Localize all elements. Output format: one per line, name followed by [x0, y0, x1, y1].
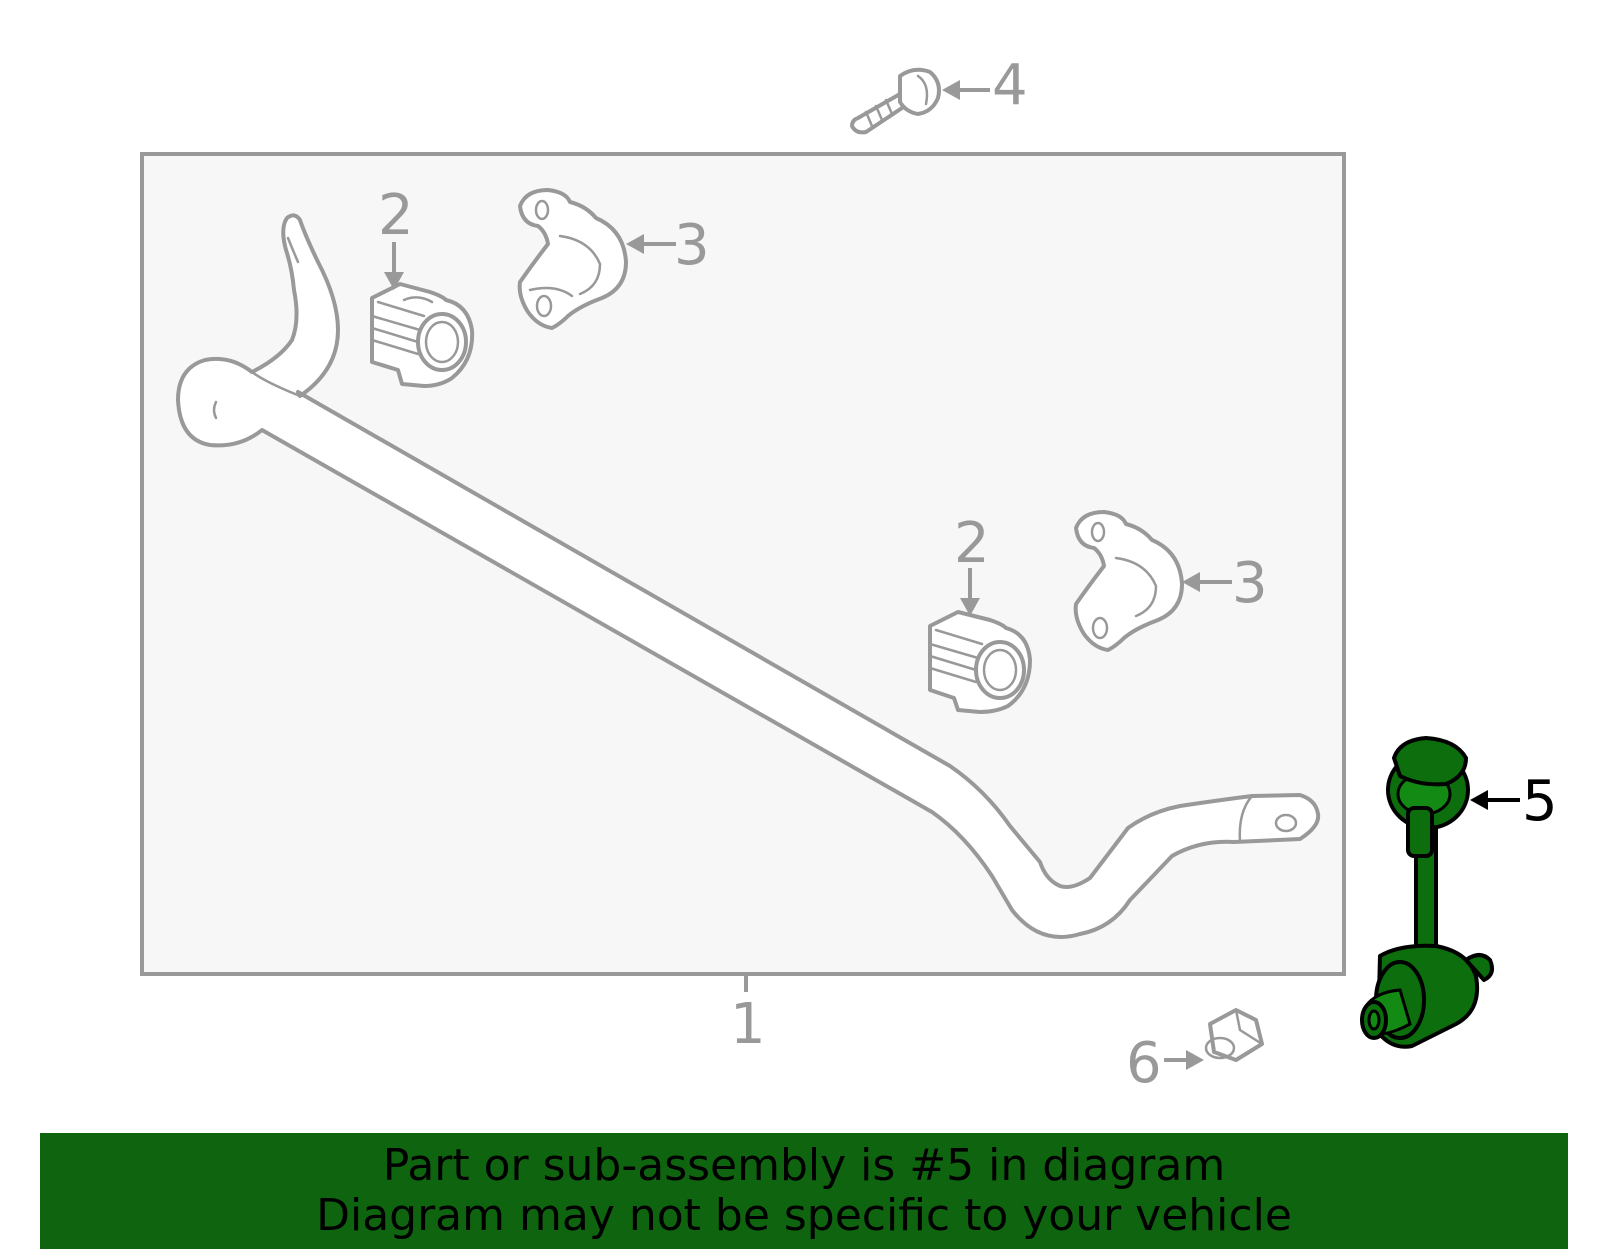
bracket-3-right [1073, 510, 1184, 652]
callout-4: 4 [992, 53, 1028, 118]
callout-3-right: 3 [1232, 551, 1268, 616]
nut-6 [1204, 1008, 1264, 1062]
bolt-4 [850, 67, 941, 135]
stabilizer-bar [176, 213, 1321, 939]
callout-1: 1 [730, 992, 766, 1057]
bushing-2-left [370, 282, 475, 388]
callout-arrows [384, 80, 1520, 1070]
callout-2-left: 2 [378, 183, 414, 248]
bracket-3-left [517, 188, 628, 330]
callout-6: 6 [1126, 1031, 1162, 1096]
banner-line-2: Diagram may not be specific to your vehi… [316, 1190, 1292, 1241]
callout-5: 5 [1522, 769, 1558, 834]
stabilizer-link-5 [1360, 736, 1494, 1049]
callout-3-left: 3 [674, 213, 710, 278]
banner-line-1: Part or sub-assembly is #5 in diagram [382, 1140, 1226, 1191]
bushing-2-right [928, 610, 1032, 714]
info-banner: Part or sub-assembly is #5 in diagram Di… [40, 1133, 1568, 1249]
callout-2-right: 2 [954, 511, 990, 576]
